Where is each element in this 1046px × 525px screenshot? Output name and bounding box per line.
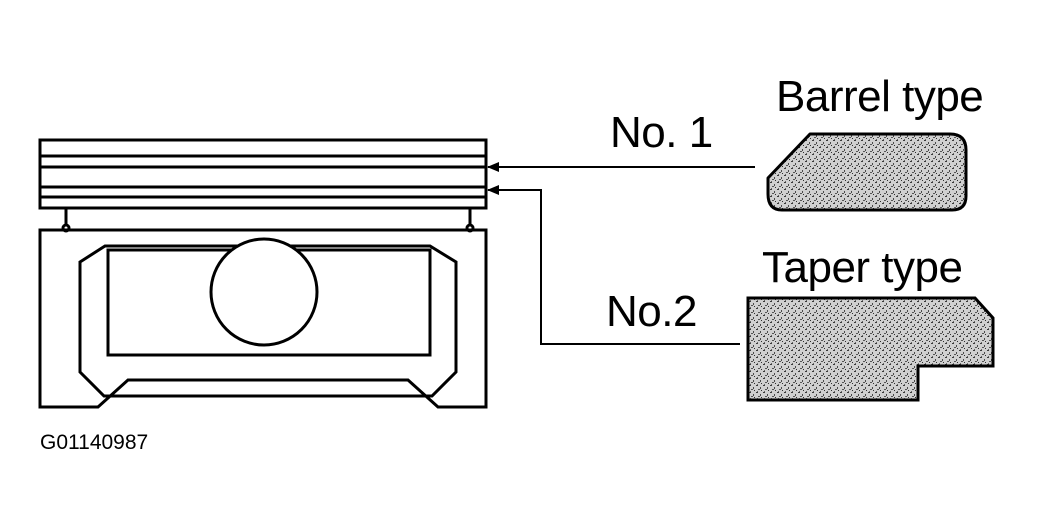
barrel-ring-section [766,132,968,212]
piston-crown [38,138,488,158]
ring-no1 [38,165,488,189]
leader-lines [487,162,755,345]
label-ring-no2: No.2 [606,287,697,336]
piston [38,138,488,409]
figure-code: G01140987 [40,431,149,454]
taper-ring-section [746,296,995,402]
label-taper-type: Taper type [762,243,963,292]
wrist-pin [209,237,319,347]
label-ring-no1: No. 1 [610,108,713,157]
arrow-ring-no2 [487,185,740,345]
ring-no2 [38,195,488,210]
label-barrel-type: Barrel type [776,72,984,121]
piston-skirt [38,228,488,409]
